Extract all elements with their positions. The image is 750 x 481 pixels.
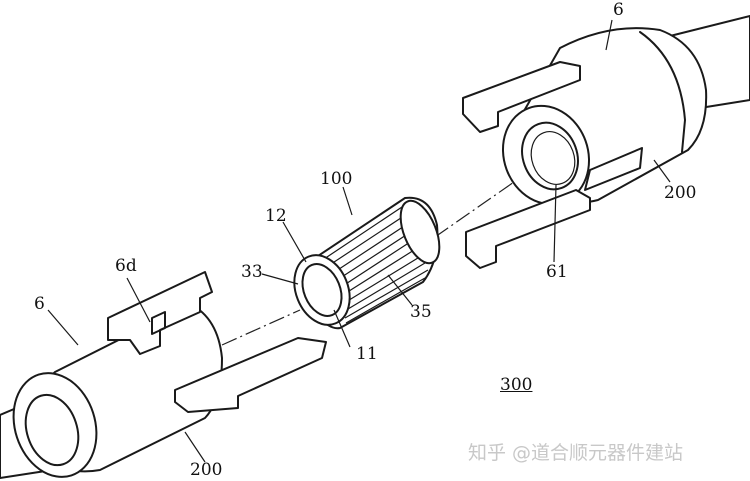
right-bore-inner [530, 131, 576, 185]
leader-6-left [47, 309, 79, 346]
label-11: 11 [356, 344, 378, 364]
watermark: 知乎 @道合顺元器件建站 [468, 442, 684, 464]
left-lower-latch [174, 337, 327, 413]
left-cable-exit [24, 393, 80, 467]
label-61: 61 [546, 262, 568, 282]
leader-200-bottom [184, 431, 206, 463]
label-6-left: 6 [34, 294, 45, 314]
label-6-top: 6 [613, 0, 624, 20]
sleeve-back-end [399, 199, 441, 265]
label-6d: 6d [115, 256, 137, 276]
label-200-right: 200 [664, 183, 697, 203]
left-slot-6d [151, 311, 166, 335]
right-slot [584, 147, 643, 191]
right-connector [462, 15, 750, 269]
leader-6-top [605, 19, 613, 51]
leader-100 [342, 186, 353, 216]
label-35: 35 [410, 302, 432, 322]
label-200-bottom: 200 [190, 460, 223, 480]
left-connector [0, 271, 327, 479]
leader-12 [282, 221, 307, 263]
axis-left [221, 309, 301, 346]
right-body-ring [639, 31, 686, 153]
right-upper-latch [462, 61, 581, 133]
leader-11 [333, 309, 351, 348]
ribbed-sleeve [261, 186, 441, 348]
right-bore-outer [521, 121, 579, 191]
label-12: 12 [265, 206, 287, 226]
leader-33 [261, 273, 299, 285]
sleeve-bore [301, 263, 343, 317]
leader-200-right [653, 159, 671, 183]
label-100: 100 [320, 169, 353, 189]
leader-61 [553, 184, 557, 263]
right-lower-latch [465, 189, 591, 269]
leader-6d [126, 277, 151, 323]
label-33: 33 [241, 262, 263, 282]
leader-35 [387, 274, 413, 306]
label-300: 300 [500, 375, 533, 395]
sleeve-ribs [317, 202, 432, 324]
